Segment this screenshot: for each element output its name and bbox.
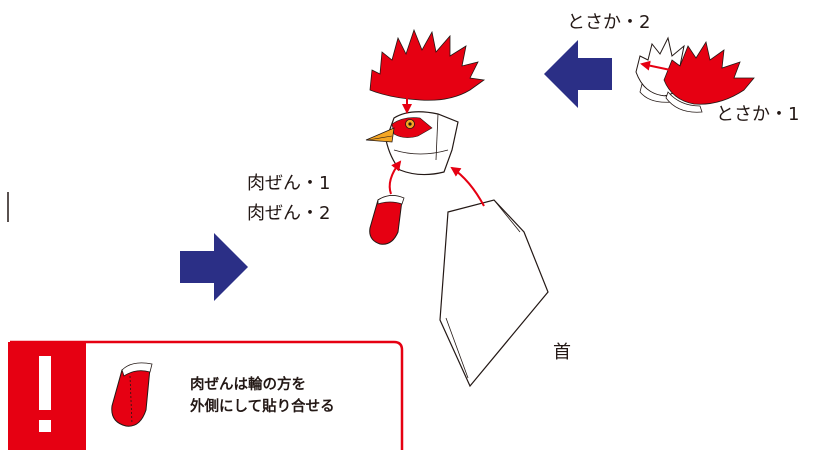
wattle-piece	[369, 196, 403, 245]
neck-piece	[439, 199, 549, 388]
note-wattle-icon	[111, 364, 151, 427]
warning-mark-bar	[39, 356, 51, 410]
neck-fold-line-2	[493, 199, 521, 233]
eye-pupil	[408, 122, 412, 126]
label-wattle-2: 肉ぜん・2	[247, 203, 331, 224]
label-wattle-1: 肉ぜん・1	[247, 173, 331, 194]
note-box	[10, 340, 404, 450]
arrow-neck-to-head	[450, 166, 485, 207]
note-line-2: 外側にして貼り合せる	[190, 399, 335, 415]
note-wattle-fold	[129, 375, 133, 425]
comb-1-piece	[663, 40, 755, 105]
warning-mark-dot	[39, 420, 51, 432]
big-arrow-right	[180, 233, 248, 301]
wattle-top	[377, 195, 405, 205]
beak	[365, 127, 395, 143]
label-neck: 首	[553, 342, 571, 363]
note-text: 肉ぜんは輪の方を 外側にして貼り合せる	[190, 374, 335, 418]
neck-fold-line	[445, 317, 469, 379]
big-arrow-left	[544, 40, 612, 108]
head-fold-line-2	[393, 149, 449, 155]
note-line-1: 肉ぜんは輪の方を	[190, 377, 306, 393]
arrow-comb1-to-comb2	[640, 60, 681, 73]
label-comb-1: とさか・1	[716, 104, 800, 125]
label-comb-2: とさか・2	[567, 12, 651, 33]
arrow-wattle-to-head	[388, 160, 402, 195]
note-wattle-flap	[121, 362, 153, 377]
comb-top	[369, 28, 486, 101]
beak-line	[367, 135, 393, 141]
comb-1-tab	[665, 91, 703, 113]
